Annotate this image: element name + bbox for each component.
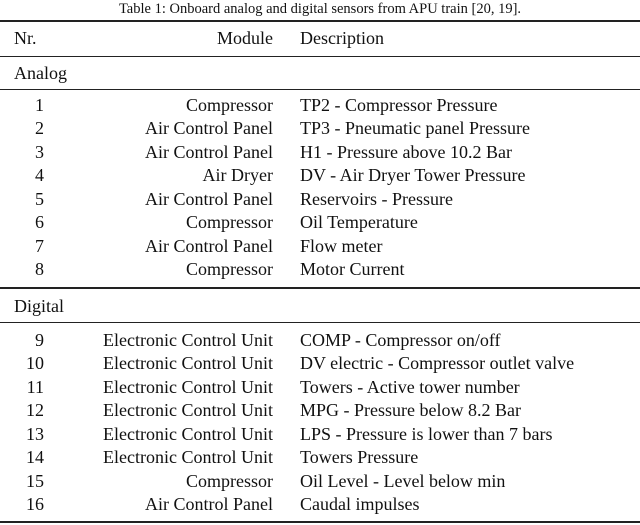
module-cell: Electronic Control Unit	[103, 330, 273, 350]
table-row: 2 Air Control Panel TP3 - Pneumatic panel …	[0, 117, 640, 141]
table-row: 12 Electronic Control Unit MPG - Pressure …	[0, 399, 640, 423]
table-row: 3 Air Control Panel H1 - Pressure above 10…	[0, 141, 640, 165]
table-caption: Table 1: Onboard analog and digital sens…	[118, 1, 522, 17]
section-divider-rule	[0, 287, 640, 289]
table-row: 7 Air Control Panel Flow meter	[0, 235, 640, 259]
module-cell: Air Control Panel	[145, 118, 273, 139]
description-cell: Flow meter	[300, 235, 383, 256]
table-row: 5 Air Control Panel Reservoirs - Pressure	[0, 188, 640, 212]
table-row: 15 Compressor Oil Level - Level below min	[0, 470, 640, 494]
table-row: 6 Compressor Oil Temperature	[0, 211, 640, 235]
sensor-number: 3	[35, 141, 44, 162]
description-cell: DV - Air Dryer Tower Pressure	[300, 165, 526, 186]
sensor-number: 10	[26, 353, 44, 374]
section-label-digital: Digital	[14, 296, 64, 316]
description-cell: MPG - Pressure below 8.2 Bar	[300, 400, 521, 421]
header-nr: Nr.	[14, 28, 37, 48]
sensor-number: 15	[26, 470, 44, 491]
sensor-number: 13	[26, 423, 44, 444]
bottom-rule	[0, 521, 640, 523]
section-label-analog: Analog	[14, 63, 67, 83]
table-row: 13 Electronic Control Unit LPS - Pressure …	[0, 423, 640, 447]
header-description: Description	[300, 28, 384, 48]
module-cell: Electronic Control Unit	[103, 423, 273, 444]
module-cell: Electronic Control Unit	[103, 447, 273, 468]
description-cell: TP3 - Pneumatic panel Pressure	[300, 118, 530, 139]
description-cell: Towers - Active tower number	[300, 376, 520, 397]
sensor-number: 11	[26, 376, 44, 397]
top-rule	[0, 20, 640, 22]
sensor-number: 4	[35, 165, 44, 186]
description-cell: H1 - Pressure above 10.2 Bar	[300, 141, 512, 162]
table-row: 16 Air Control Panel Caudal impulses	[0, 493, 640, 517]
table-row: 1 Compressor TP2 - Compressor Pressure	[0, 94, 640, 118]
module-cell: Air Control Panel	[145, 494, 273, 515]
section-rule	[0, 322, 640, 323]
header-module: Module	[217, 28, 273, 48]
module-cell: Electronic Control Unit	[103, 400, 273, 421]
module-cell: Air Control Panel	[145, 188, 273, 209]
description-cell: Caudal impulses	[300, 494, 420, 515]
header-rule	[0, 56, 640, 57]
description-cell: COMP - Compressor on/off	[300, 330, 501, 350]
sensor-number: 8	[35, 259, 44, 280]
module-cell: Compressor	[186, 259, 273, 280]
table-row: 11 Electronic Control Unit Towers - Active…	[0, 376, 640, 400]
module-cell: Air Control Panel	[145, 235, 273, 256]
sensor-number: 12	[26, 400, 44, 421]
section-rule	[0, 89, 640, 90]
module-cell: Compressor	[186, 212, 273, 233]
table-row: 9 Electronic Control Unit COMP - Compresso…	[0, 329, 640, 353]
description-cell: LPS - Pressure is lower than 7 bars	[300, 423, 553, 444]
description-cell: Oil Temperature	[300, 212, 418, 233]
module-cell: Electronic Control Unit	[103, 353, 273, 374]
description-cell: DV electric - Compressor outlet valve	[300, 353, 575, 374]
header-row: Nr. Module Description	[0, 27, 640, 51]
module-cell: Air Dryer	[202, 165, 273, 186]
sensor-number: 5	[35, 188, 44, 209]
table-row: 14 Electronic Control Unit Towers Pressure	[0, 446, 640, 470]
table-row: 8 Compressor Motor Current	[0, 258, 640, 282]
description-cell: TP2 - Compressor Pressure	[300, 95, 498, 115]
sensor-number: 16	[26, 494, 44, 515]
table-row: 4 Air Dryer DV - Air Dryer Tower Pressure	[0, 164, 640, 188]
description-cell: Towers Pressure	[300, 447, 419, 468]
description-cell: Oil Level - Level below min	[300, 470, 506, 491]
sensor-number: 7	[35, 235, 44, 256]
sensor-number: 14	[26, 447, 44, 468]
module-cell: Air Control Panel	[145, 141, 273, 162]
table-row: 10 Electronic Control Unit DV electric - C…	[0, 352, 640, 376]
sensor-number: 6	[35, 212, 44, 233]
module-cell: Compressor	[186, 95, 273, 115]
sensor-number: 2	[35, 118, 44, 139]
sensor-number: 9	[35, 330, 44, 350]
description-cell: Reservoirs - Pressure	[300, 188, 453, 209]
module-cell: Electronic Control Unit	[103, 376, 273, 397]
module-cell: Compressor	[186, 470, 273, 491]
sensor-number: 1	[35, 95, 44, 115]
description-cell: Motor Current	[300, 259, 405, 280]
